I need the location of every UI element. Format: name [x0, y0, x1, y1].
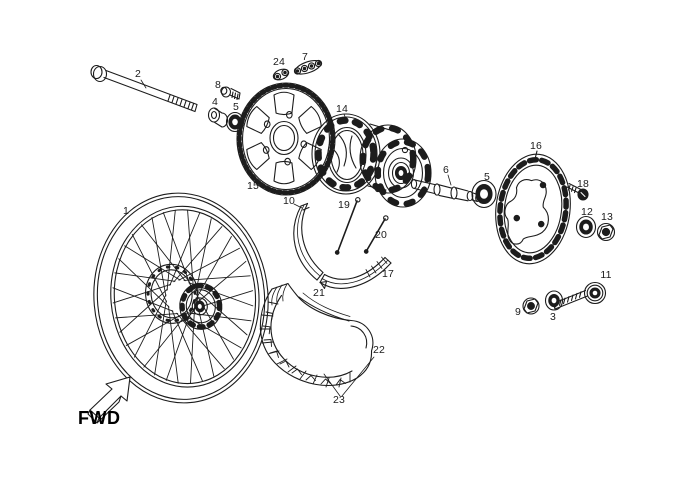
part-spoke-19: [334, 197, 361, 255]
callout-17: 17: [381, 268, 395, 280]
fwd-arrow-icon: [87, 376, 131, 424]
callout-4: 4: [211, 96, 219, 108]
leader-16: [534, 150, 538, 160]
part-chain-section: [293, 59, 323, 75]
part-seal-12: [575, 215, 597, 239]
callout-5: 5: [483, 171, 491, 183]
callout-12: 12: [580, 206, 594, 218]
part-bearing-right: [471, 179, 497, 209]
callout-23: 23: [332, 394, 346, 406]
part-nut-9: [522, 297, 540, 315]
callout-10: 10: [282, 195, 296, 207]
callout-15: 15: [246, 180, 260, 192]
part-screw-18: [566, 182, 589, 201]
part-hub-core: [359, 123, 432, 208]
sprocket-windows: [246, 91, 322, 185]
part-valve-21: [319, 280, 328, 290]
callout-11: 11: [600, 269, 612, 281]
callout-24: 24: [272, 56, 286, 68]
part-eye-bolt: [552, 281, 607, 310]
part-washer-3: [544, 290, 564, 311]
callout-16: 16: [529, 140, 543, 152]
callout-18: 18: [576, 178, 590, 190]
part-spoke-20: [363, 215, 389, 254]
callout-20: 20: [374, 229, 388, 241]
part-brake-disc: [495, 153, 571, 265]
leader-23: [323, 356, 375, 397]
callout-9: 9: [514, 306, 522, 318]
callout-19: 19: [337, 199, 351, 211]
callout-6: 6: [442, 164, 450, 176]
callout-14: 14: [335, 103, 349, 115]
part-screw-8: [220, 86, 241, 101]
part-sprocket: [236, 82, 336, 196]
part-chain-link-24: [272, 68, 290, 81]
part-nut-13: [596, 222, 616, 242]
callout-7: 7: [301, 51, 309, 63]
callout-3: 3: [549, 311, 557, 323]
callout-5: 5: [232, 101, 240, 113]
sprocket-bolt-holes: [262, 110, 308, 166]
part-tire: [259, 282, 375, 397]
part-rim-band-10: [293, 202, 324, 281]
part-axle-shaft: [410, 174, 480, 202]
wheel-hub: [145, 263, 223, 330]
part-spacer: [207, 107, 229, 128]
part-rim-band-17: [319, 256, 392, 289]
part-axle-bolt: [90, 64, 198, 113]
callout-13: 13: [600, 211, 614, 223]
part-wheel: [93, 192, 269, 404]
callout-1: 1: [122, 205, 130, 217]
callout-2: 2: [134, 68, 142, 80]
callout-21: 21: [312, 287, 326, 299]
callout-8: 8: [214, 79, 222, 91]
fwd-label: FWD: [78, 408, 121, 428]
callout-22: 22: [372, 344, 386, 356]
part-hub-cover: [311, 113, 381, 195]
